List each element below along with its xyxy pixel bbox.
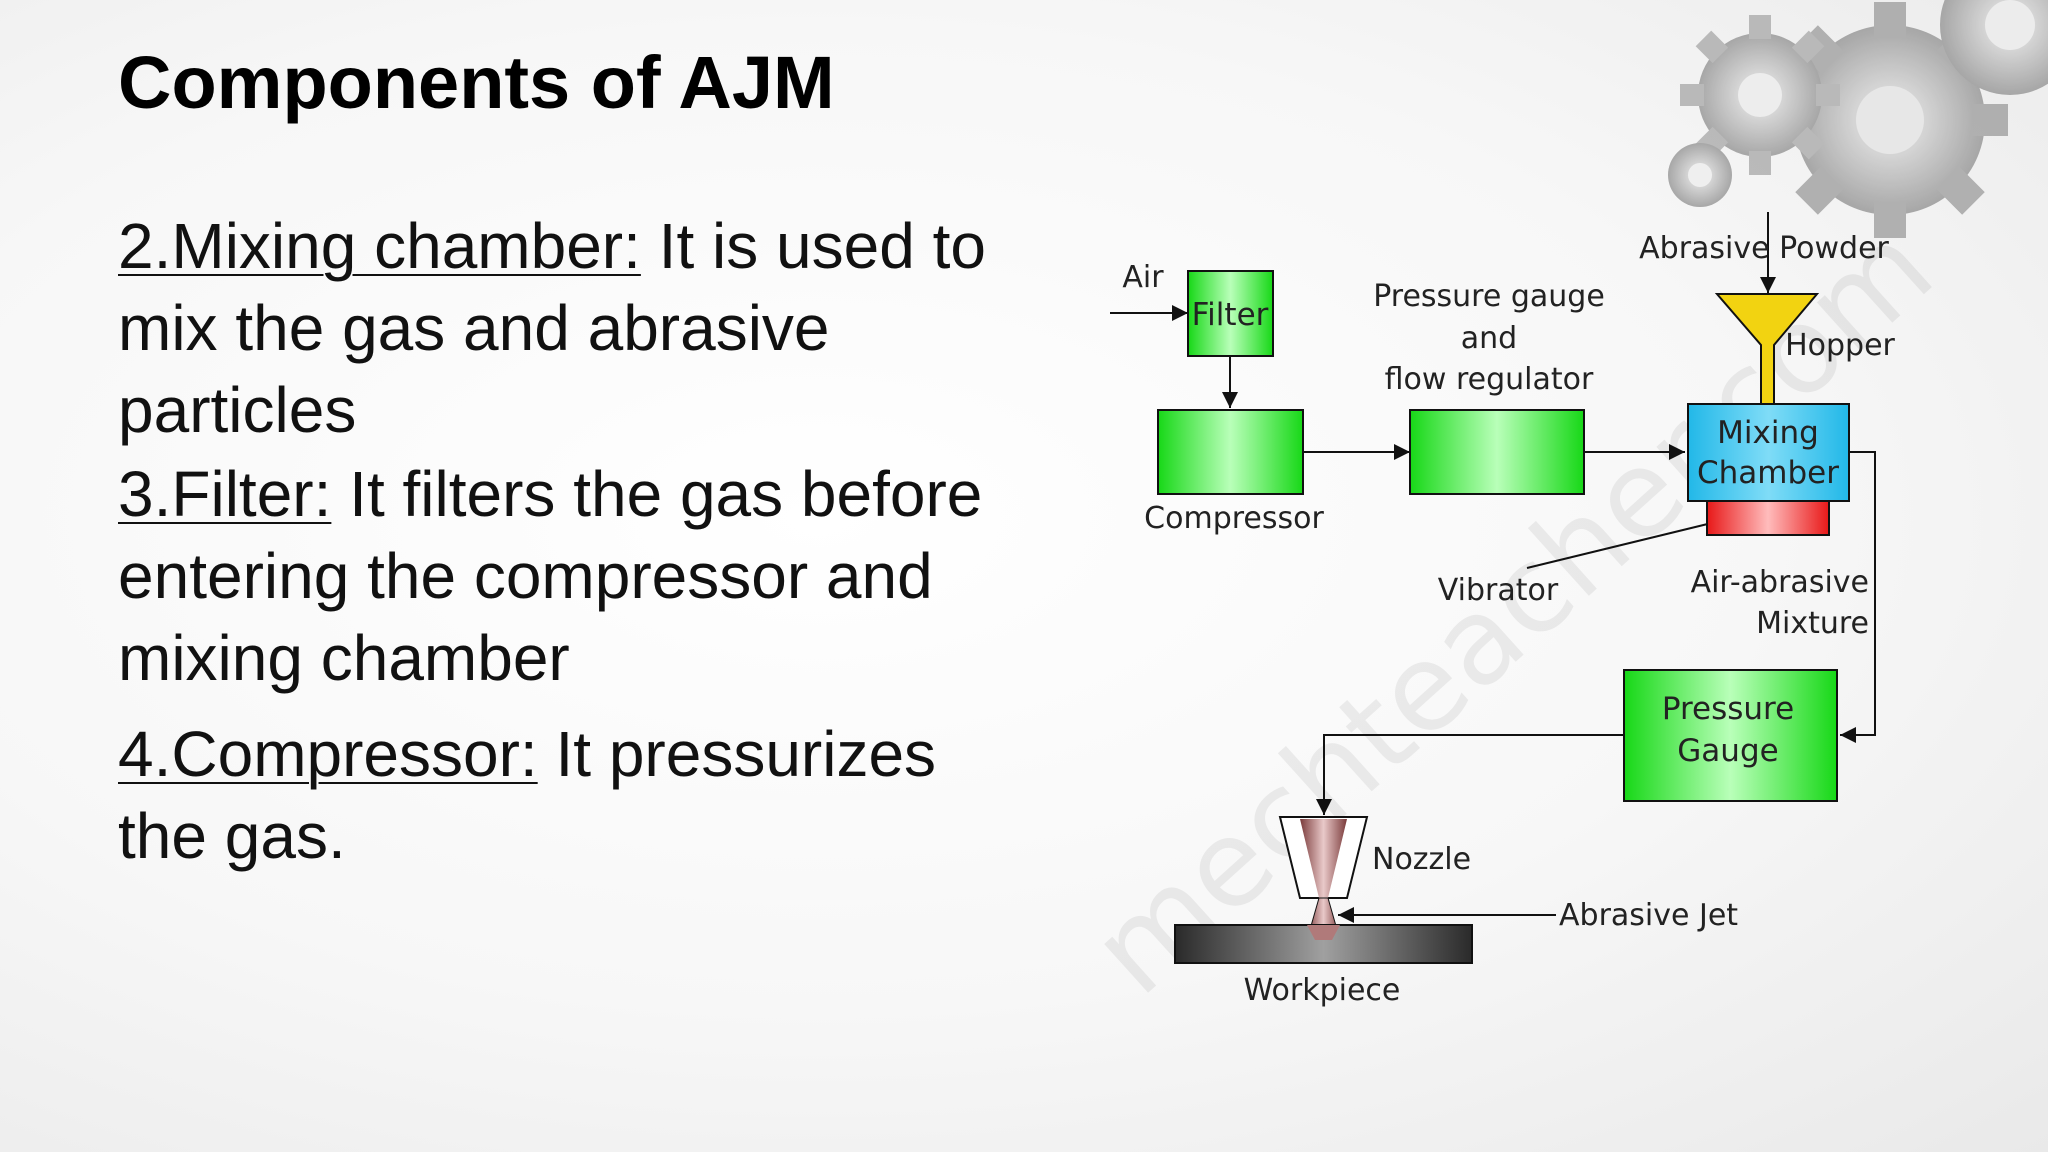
desc-mixing-chamber: It is used to mix the gas and abrasive p… bbox=[118, 210, 986, 446]
abrasive-jet-label: Abrasive Jet bbox=[1559, 898, 1738, 933]
desc-compressor: It pressurizes the gas. bbox=[118, 718, 937, 872]
pressure-gauge-box bbox=[1623, 669, 1838, 802]
term-filter: 3.Filter: bbox=[118, 458, 332, 530]
slide-title: Components of AJM bbox=[118, 41, 835, 124]
flow-regulator-label-1: Pressure gauge bbox=[1373, 279, 1605, 314]
flow-regulator-label-2: and bbox=[1461, 321, 1517, 356]
term-mixing-chamber: 2.Mixing chamber: bbox=[118, 210, 641, 282]
hopper-label: Hopper bbox=[1785, 328, 1895, 363]
air-label: Air bbox=[1122, 260, 1164, 295]
item-filter: 3.Filter: It filters the gas before ente… bbox=[118, 453, 1018, 699]
compressor-box bbox=[1157, 409, 1304, 495]
air-abrasive-label-1: Air-abrasive bbox=[1691, 565, 1869, 600]
diagram-connectors bbox=[1110, 212, 1876, 923]
item-compressor: 4.Compressor: It pressurizes the gas. bbox=[118, 713, 1018, 877]
compressor-label: Compressor bbox=[1144, 501, 1324, 536]
vibrator-label: Vibrator bbox=[1438, 573, 1559, 608]
filter-box bbox=[1187, 270, 1274, 357]
flow-regulator-box bbox=[1409, 409, 1585, 495]
desc-filter: It filters the gas before entering the c… bbox=[118, 458, 983, 694]
mixing-chamber-box bbox=[1687, 403, 1850, 502]
gears-decoration bbox=[1668, 0, 2048, 238]
term-compressor: 4.Compressor: bbox=[118, 718, 538, 790]
filter-label: Filter bbox=[1192, 297, 1269, 333]
flow-regulator-label-3: flow regulator bbox=[1385, 362, 1594, 397]
mixing-chamber-label-1: Mixing bbox=[1717, 415, 1819, 451]
workpiece-label: Workpiece bbox=[1244, 973, 1401, 1008]
slide-body: 2.Mixing chamber: It is used to mix the … bbox=[118, 205, 1018, 879]
jet-impact bbox=[1307, 925, 1340, 940]
item-mixing-chamber: 2.Mixing chamber: It is used to mix the … bbox=[118, 205, 1018, 451]
pressure-gauge-label-1: Pressure bbox=[1662, 691, 1794, 727]
pressure-gauge-label-2: Gauge bbox=[1677, 733, 1778, 769]
air-abrasive-label-2: Mixture bbox=[1756, 606, 1869, 641]
mixing-chamber-label-2: Chamber bbox=[1697, 455, 1839, 491]
nozzle-label: Nozzle bbox=[1372, 842, 1471, 877]
vibrator-box bbox=[1706, 500, 1830, 536]
nozzle-bore bbox=[1300, 819, 1347, 898]
abrasive-powder-label: Abrasive Powder bbox=[1639, 231, 1889, 266]
